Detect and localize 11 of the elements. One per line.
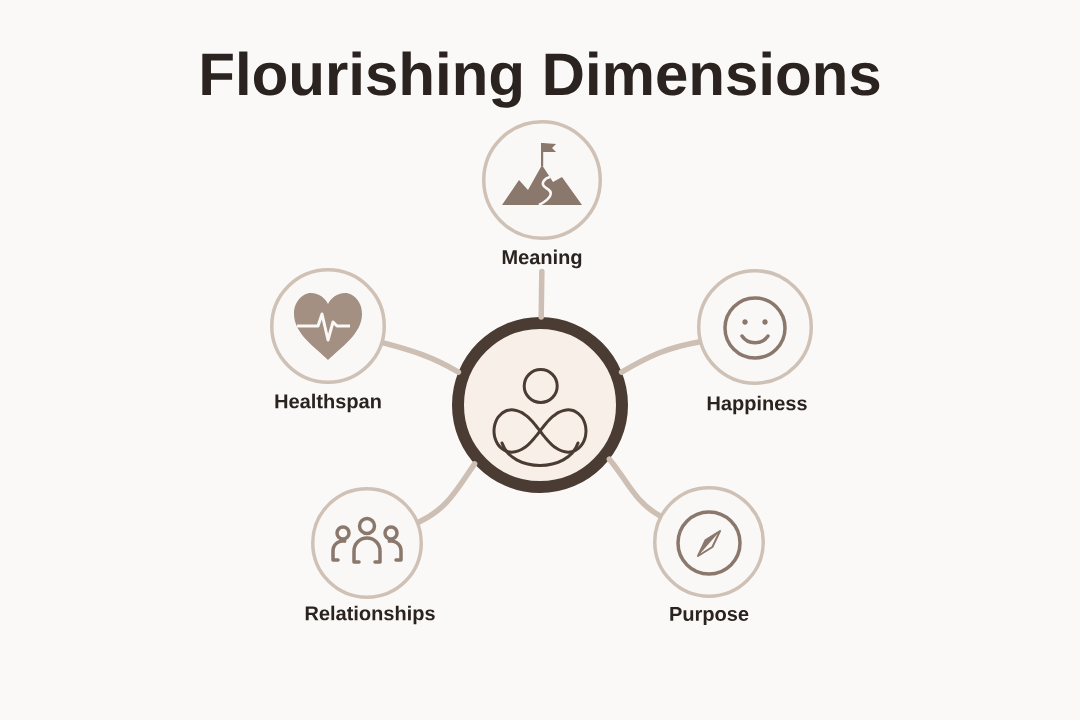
connector-line (416, 461, 478, 525)
connector-line (606, 456, 663, 519)
connector-line (538, 268, 545, 320)
node-label: Relationships (305, 605, 435, 625)
node-label: Meaning (502, 249, 582, 269)
title: Flourishing Dimensions (202, 51, 880, 108)
node-label: Healthspan (275, 393, 381, 413)
connector-line (380, 340, 462, 375)
connector-line (618, 339, 702, 375)
node-label: Happiness (707, 395, 807, 415)
node-label: Purpose (670, 607, 749, 625)
